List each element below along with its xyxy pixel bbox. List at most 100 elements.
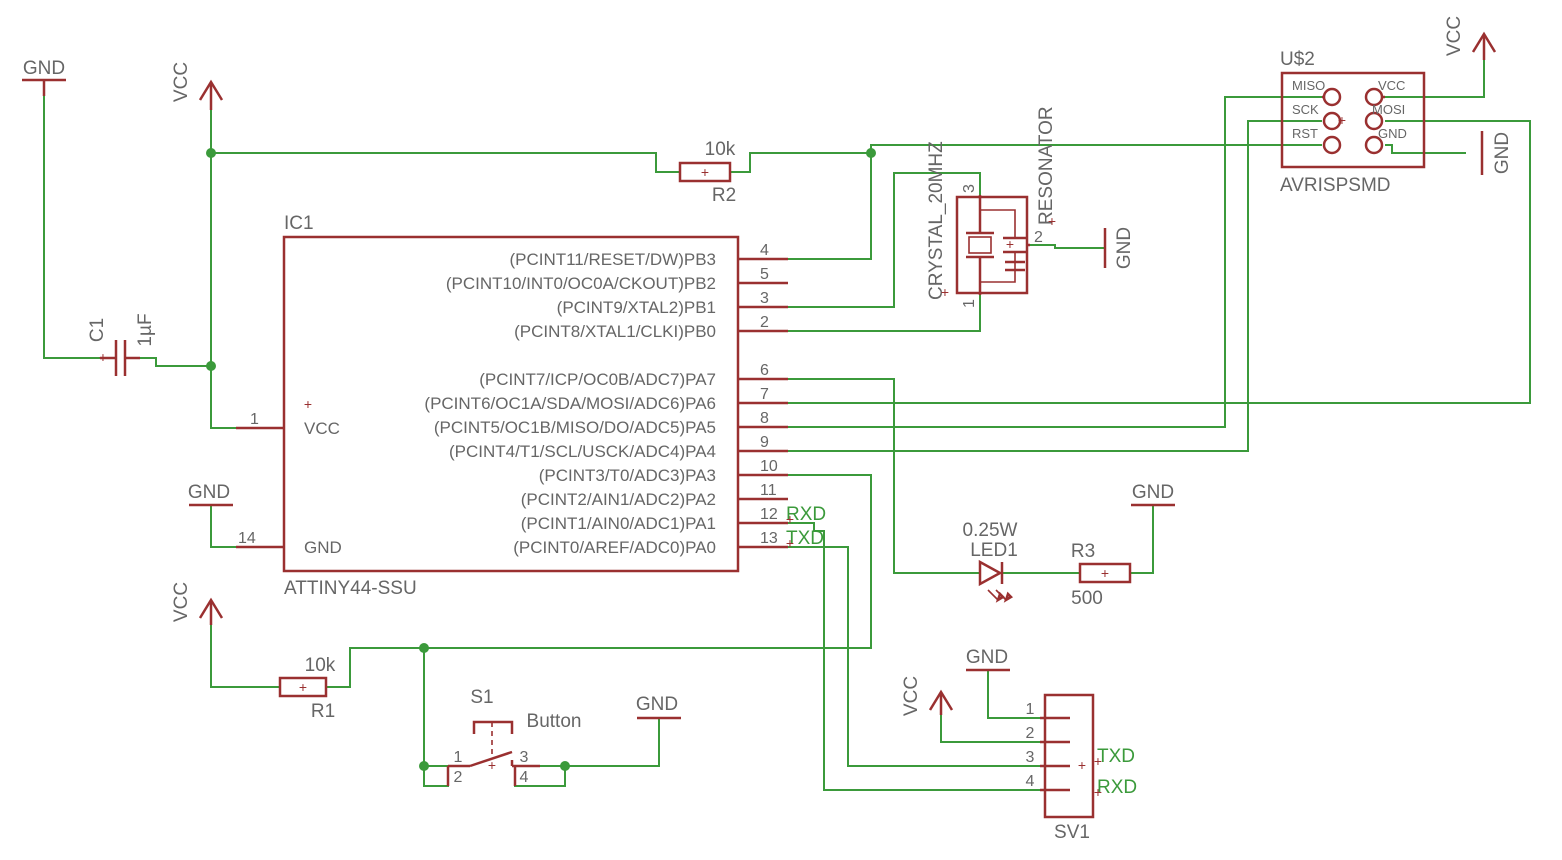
ic1-pin: VCC 1: [236, 411, 340, 438]
sv1-pin2: 2: [1026, 725, 1035, 742]
svg-text:+: +: [99, 349, 107, 365]
junction-dot: [206, 148, 216, 158]
ic1-pin: (PCINT8/XTAL1/CLKI)PB0 2: [514, 314, 788, 341]
ic1-pin-name: (PCINT10/INT0/OC0A/CKOUT)PB2: [446, 274, 716, 293]
r2-ref: R2: [712, 185, 736, 206]
vcc-label: VCC: [171, 62, 192, 102]
gnd-label: GND: [1114, 227, 1135, 269]
connector-sv1: 1 2 3 4 + SV1: [1026, 693, 1095, 843]
ic1-pin: (PCINT4/T1/SCL/USCK/ADC4)PA4 9: [449, 434, 788, 461]
vcc-label: VCC: [171, 582, 192, 622]
net-label-rxd: RXD: [1097, 777, 1137, 798]
ic1-pin-name: (PCINT11/RESET/DW)PB3: [509, 250, 716, 269]
led1-value: 0.25W: [963, 520, 1018, 541]
ic1-pin-name: (PCINT5/OC1B/MISO/DO/ADC5)PA5: [434, 418, 716, 437]
resistor-r3: + R3 500: [1071, 541, 1132, 609]
button-s1: + S1 Button 1 2 3 4: [446, 687, 582, 786]
gnd-label: GND: [188, 482, 230, 503]
ic1-pin: (PCINT5/OC1B/MISO/DO/ADC5)PA5 8: [434, 410, 788, 437]
ic1-pin-num: 5: [760, 266, 769, 283]
vcc-label: VCC: [901, 676, 922, 716]
us2-pin-rst: RST: [1292, 126, 1318, 141]
ic1-pin: (PCINT6/OC1A/SDA/MOSI/ADC6)PA6 7: [424, 386, 788, 413]
us2-pin-gnd: GND: [1378, 126, 1407, 141]
ic1-attiny44: IC1 ATTINY44-SSU + (PCINT11/RESET/DW)PB3…: [236, 213, 788, 599]
ic1-pin-num: 12: [760, 506, 778, 523]
capacitor-c1: C1 1µF +: [87, 313, 156, 376]
ic1-pin-num: 3: [760, 290, 769, 307]
vcc-symbol: VCC: [171, 62, 224, 110]
gnd-symbol: GND: [966, 647, 1010, 672]
ic1-pin: (PCINT0/AREF/ADC0)PA0 13: [513, 530, 788, 557]
ic1-pin-name: GND: [304, 538, 342, 557]
crystal-pin3: 3: [961, 184, 978, 193]
junctions: [206, 148, 876, 771]
vcc-symbol: VCC: [171, 582, 224, 625]
svg-text:+: +: [701, 164, 709, 180]
junction-dot: [419, 761, 429, 771]
gnd-symbol: GND: [188, 482, 233, 507]
svg-text:+: +: [1094, 753, 1102, 769]
ic1-pin-name: VCC: [304, 419, 340, 438]
ic1-pin-name: (PCINT6/OC1A/SDA/MOSI/ADC6)PA6: [424, 394, 716, 413]
ic1-pin: (PCINT1/AIN0/ADC1)PA1 12: [521, 506, 788, 533]
ic1-pin-num: 14: [238, 530, 256, 547]
ic1-pin-num: 2: [760, 314, 769, 331]
us2-ref: U$2: [1280, 49, 1315, 70]
gnd-symbol: GND: [1131, 482, 1175, 507]
ic1-pin-name: (PCINT7/ICP/OC0B/ADC7)PA7: [479, 370, 716, 389]
ic1-pin: (PCINT3/T0/ADC3)PA3 10: [539, 458, 788, 485]
ic1-pin-num: 4: [760, 242, 769, 259]
svg-text:+: +: [1078, 757, 1086, 773]
ic1-pin-num: 11: [760, 482, 777, 499]
gnd-label: GND: [1132, 482, 1174, 503]
r3-value: 500: [1071, 588, 1103, 609]
junction-dot: [866, 148, 876, 158]
ic1-pin: (PCINT10/INT0/OC0A/CKOUT)PB2 5: [446, 266, 788, 293]
ic1-pin: (PCINT2/AIN1/ADC2)PA2 11: [521, 482, 788, 509]
r3-ref: R3: [1071, 541, 1095, 562]
crystal-label: RESONATOR: [1036, 106, 1057, 225]
ic1-pin-num: 7: [760, 386, 769, 403]
net-label-rxd: RXD: [786, 504, 826, 525]
crystal-name: CRYSTAL_20MHZ: [926, 141, 947, 300]
gnd-label: GND: [636, 694, 678, 715]
crystal-pin2: 2: [1034, 229, 1043, 246]
c1-value: 1µF: [135, 313, 156, 346]
junction-dot: [206, 361, 216, 371]
svg-text:+: +: [1048, 213, 1056, 229]
svg-text:+: +: [1006, 236, 1014, 252]
s1-pin3: 3: [520, 749, 529, 766]
s1-pin1: 1: [454, 749, 463, 766]
junction-dot: [419, 643, 429, 653]
ic1-pin-num: 6: [760, 362, 769, 379]
avrisp-header-u2: U$2 AVRISPSMD MISO SCK RST VCC MOSI GND …: [1280, 49, 1426, 196]
svg-text:+: +: [304, 396, 312, 412]
us2-pin-sck: SCK: [1292, 102, 1319, 117]
ic1-pin-name: (PCINT1/AIN0/ADC1)PA1: [521, 514, 716, 533]
sv1-pin4: 4: [1026, 773, 1035, 790]
vcc-label: VCC: [1444, 16, 1465, 56]
ic1-pin: (PCINT7/ICP/OC0B/ADC7)PA7 6: [479, 362, 788, 389]
ic1-pin: (PCINT11/RESET/DW)PB3 4: [509, 242, 788, 269]
ic1-pin: (PCINT9/XTAL2)PB1 3: [557, 290, 788, 317]
us2-pin-vcc: VCC: [1378, 78, 1405, 93]
ic1-pin-num: 10: [760, 458, 778, 475]
svg-text:+: +: [786, 511, 794, 527]
svg-text:+: +: [786, 535, 794, 551]
wires: [43, 50, 1531, 791]
net-labels: RXD TXD TXD RXD + + + +: [786, 504, 1137, 800]
s1-value: Button: [527, 711, 582, 732]
vcc-symbol: VCC: [1444, 16, 1497, 60]
r1-value: 10k: [305, 655, 336, 676]
gnd-label: GND: [966, 647, 1008, 668]
svg-text:+: +: [1338, 112, 1346, 128]
resistor-r1: + 10k R1: [278, 655, 336, 722]
ic1-right-pins: (PCINT11/RESET/DW)PB3 4 (PCINT10/INT0/OC…: [424, 242, 788, 557]
crystal-resonator: 3 2 1 CRYSTAL_20MHZ RESONATOR + + +: [926, 106, 1057, 308]
gnd-symbol: GND: [1480, 131, 1513, 175]
us2-pin-mosi: MOSI: [1372, 102, 1405, 117]
ic1-pin-name: (PCINT4/T1/SCL/USCK/ADC4)PA4: [449, 442, 716, 461]
svg-text:+: +: [941, 284, 949, 300]
